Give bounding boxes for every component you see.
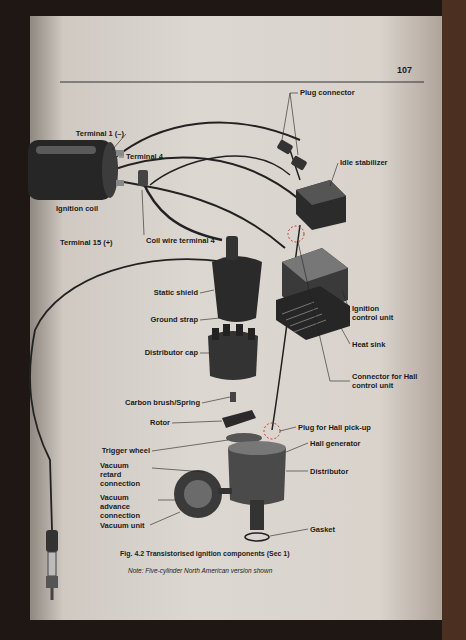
ignition-coil	[28, 140, 148, 200]
leader	[340, 326, 350, 344]
part-label: Plug for Hall pick-up	[298, 423, 371, 432]
part-label: Coil wire terminal 4	[146, 236, 215, 245]
leader	[298, 242, 350, 381]
part-label: Idle stabilizer	[340, 158, 388, 167]
insulator	[48, 552, 56, 576]
leader	[286, 471, 308, 472]
coil-body	[28, 140, 112, 200]
leader	[172, 421, 222, 423]
leader	[152, 440, 228, 451]
part-label: Trigger wheel	[102, 446, 150, 455]
tower	[223, 324, 230, 336]
leader	[150, 512, 180, 525]
figure-caption: Fig. 4.2 Transistorised ignition compone…	[120, 550, 290, 557]
plug-boot	[46, 530, 58, 552]
leader	[330, 163, 338, 186]
wire	[112, 123, 300, 160]
tower	[248, 328, 255, 340]
part-label: Ignition control unit	[352, 304, 404, 322]
wire	[150, 156, 290, 185]
heat-sink	[276, 286, 350, 340]
plug-lead	[30, 259, 225, 530]
highlight-circle	[288, 226, 304, 242]
box-top	[296, 180, 346, 205]
carbon-brush	[230, 392, 236, 402]
leader	[282, 93, 298, 155]
part-label: Static shield	[154, 288, 198, 297]
part-label: Distributor cap	[145, 348, 198, 357]
plug	[290, 155, 307, 171]
part-label: Hall generator	[310, 439, 360, 448]
part-label: Vacuum retard connection	[100, 461, 152, 488]
leader	[200, 353, 210, 354]
static-shield	[212, 256, 262, 322]
shaft	[250, 500, 264, 530]
rule	[60, 82, 424, 83]
part-label: Heat sink	[352, 340, 385, 349]
leader	[200, 290, 214, 293]
terminal	[116, 180, 124, 186]
leader	[342, 290, 350, 312]
terminal	[138, 170, 148, 186]
part-label: Carbon brush/Spring	[125, 398, 200, 407]
coil-end	[102, 142, 118, 198]
part-label: Vacuum unit	[100, 521, 145, 530]
leader	[158, 500, 176, 501]
ignition-control-unit	[276, 226, 350, 340]
leader	[200, 318, 220, 320]
part-label: Distributor	[310, 467, 348, 476]
page-number: 107	[397, 66, 412, 75]
part-label: Connector for Hall control unit	[352, 372, 420, 390]
wire	[112, 180, 285, 248]
leader	[286, 443, 308, 452]
thread	[51, 588, 54, 600]
leader	[142, 190, 144, 235]
idle-stabilizer	[276, 139, 346, 230]
body-top	[228, 441, 286, 455]
spark-plug	[46, 530, 58, 600]
vacuum-arm	[218, 488, 232, 494]
plug	[276, 139, 293, 155]
plug-hex	[46, 576, 58, 588]
terminal	[116, 150, 124, 156]
header-rule	[60, 82, 424, 83]
part-label: Plug connector	[300, 88, 355, 97]
coil-tower	[226, 236, 238, 260]
leader	[270, 529, 308, 536]
distributor-body	[228, 448, 286, 505]
part-label: Rotor	[150, 418, 170, 427]
distributor-parts	[174, 236, 286, 541]
leader-lines	[112, 93, 350, 536]
rotor	[222, 410, 256, 428]
highlight-circle	[264, 423, 280, 439]
fins	[282, 302, 326, 332]
leader	[152, 468, 205, 472]
part-label: Terminal 4	[126, 152, 163, 161]
page-edge	[442, 0, 466, 640]
tower	[236, 324, 243, 336]
highlight	[36, 146, 96, 154]
leader	[280, 427, 296, 431]
part-label: Terminal 15 (+)	[60, 238, 113, 247]
part-label: Ignition coil	[56, 204, 98, 213]
part-label: Vacuum advance connection	[100, 493, 158, 520]
ht-lead	[142, 180, 222, 240]
part-label: Terminal 1 (–)	[76, 129, 124, 138]
leader	[119, 157, 124, 158]
tower	[212, 328, 219, 340]
part-label: Ground strap	[150, 315, 198, 324]
part-label: Gasket	[310, 525, 335, 534]
stabilizer-box	[296, 180, 346, 230]
note-text: Note: Five-cylinder North American versi…	[128, 566, 272, 575]
unit-top	[282, 248, 348, 282]
vacuum-unit	[174, 470, 222, 518]
leader	[202, 397, 230, 403]
vacuum-diaphragm	[184, 480, 212, 508]
gasket	[245, 533, 269, 541]
